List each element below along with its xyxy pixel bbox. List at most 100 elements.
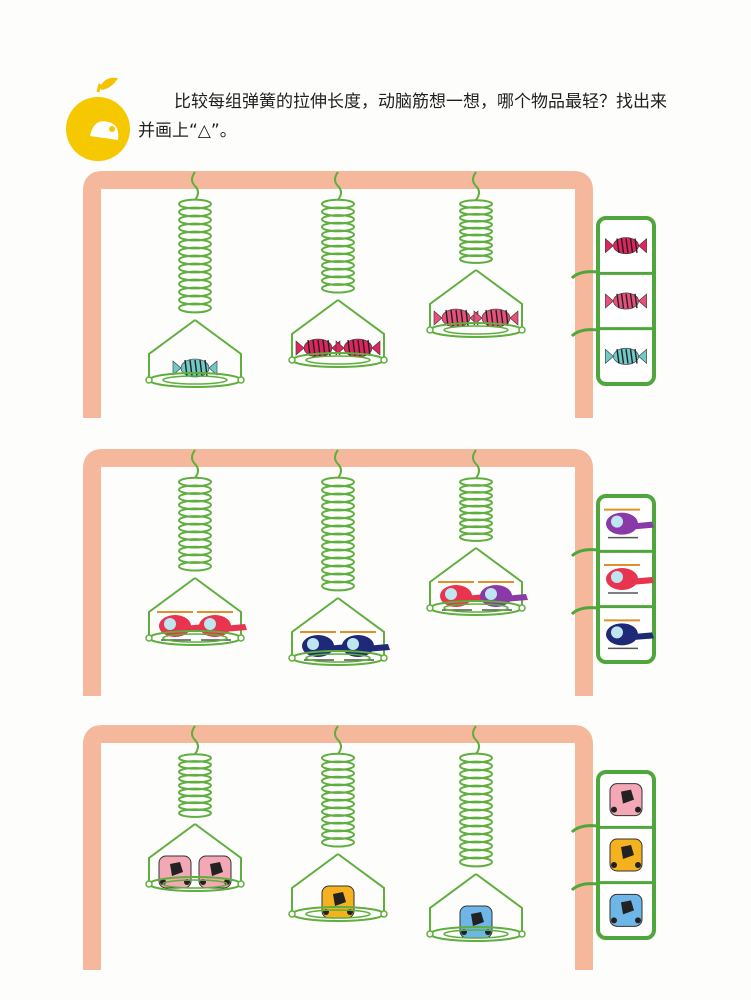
spring-coil (321, 837, 355, 848)
cockpit (611, 515, 623, 528)
pan-knob (426, 326, 434, 334)
candy-stripe (505, 309, 509, 327)
cockpit (204, 618, 216, 630)
candy-stripe (625, 293, 629, 309)
answer-choice-3[interactable] (601, 332, 651, 381)
candy-wrapper-left (295, 340, 305, 356)
pan-knob (288, 654, 296, 662)
pan-knob (426, 930, 434, 938)
candy-wrapper-left (605, 293, 614, 309)
pan-inner (162, 633, 228, 643)
cockpit (485, 588, 497, 600)
answer-choice-3[interactable] (601, 610, 654, 659)
instruction-header: 比较每组弹簧的拉伸长度，动脑筋想一想，哪个物品最轻？找出来并画上“△”。 (0, 0, 751, 170)
spring-hook (191, 449, 199, 479)
frame-beam (83, 449, 593, 696)
spring-coil (321, 283, 355, 294)
spring-2 (288, 449, 390, 666)
pan-knob (380, 654, 388, 662)
spring-hook (334, 171, 342, 201)
answer-choice-2[interactable] (601, 830, 651, 879)
pan-hanger (429, 873, 523, 932)
candy-stripe (367, 339, 371, 357)
pan-knob (237, 634, 245, 642)
spring-hook (334, 449, 342, 479)
answer-connector (570, 328, 599, 338)
candy-wrapper-left (605, 238, 614, 254)
pan-inner (162, 879, 228, 889)
spring-coil (459, 532, 493, 542)
pan-knob (288, 356, 296, 364)
cube-spot (471, 912, 484, 926)
pan-knob (145, 634, 153, 642)
spring-hook (472, 449, 480, 479)
pan-hanger (148, 823, 242, 882)
cube-spot (611, 862, 617, 868)
candy-stripe (629, 293, 634, 309)
spring-coil (178, 302, 212, 314)
candy-stripe (634, 238, 638, 253)
candy-stripe (620, 349, 625, 364)
pan-knob (426, 604, 434, 612)
candy-wrapper-left (335, 340, 345, 356)
cube-spot (611, 917, 617, 924)
candy-wrapper-right (638, 238, 647, 254)
pan-knob (380, 356, 388, 364)
cube-spot (635, 917, 641, 924)
candy-wrapper-left (172, 360, 182, 376)
cube-spot (224, 879, 230, 885)
pan-knob (518, 604, 526, 612)
pan-hanger (429, 269, 523, 328)
candy-stripe (616, 349, 620, 364)
answer-choice-1[interactable] (601, 499, 654, 548)
candy-wrapper-right (371, 340, 381, 356)
pan-knob (145, 376, 153, 384)
pan-hanger (291, 853, 385, 912)
answer-box[interactable] (570, 216, 656, 386)
spring-3 (426, 725, 526, 942)
answer-choice-1[interactable] (601, 221, 651, 270)
spring-hook (472, 171, 480, 201)
answer-box[interactable] (570, 770, 656, 940)
pan-hanger (291, 299, 385, 358)
cockpit (611, 571, 623, 583)
spring-group-1 (83, 171, 656, 418)
cube-spot (160, 879, 166, 885)
answer-box[interactable] (570, 494, 656, 664)
answer-choice-3[interactable] (601, 886, 651, 935)
candy-wrapper-right (638, 348, 647, 364)
candy-stripe (634, 293, 638, 309)
spring-3 (426, 449, 528, 616)
spring-coil (178, 808, 212, 818)
spring-coil (459, 856, 493, 868)
answer-connector (570, 606, 599, 616)
cockpit (611, 626, 623, 639)
spring-group-3 (83, 725, 656, 970)
pan-hanger (148, 319, 242, 378)
spring-3 (426, 171, 526, 338)
answer-choice-2[interactable] (601, 276, 651, 325)
spring-1 (145, 171, 245, 388)
apple-icon (66, 77, 130, 161)
pan-knob (237, 376, 245, 384)
cube-spot (170, 862, 183, 876)
pan-inner (305, 653, 371, 663)
candy-stripe (307, 339, 311, 357)
cube-spot (635, 806, 641, 813)
cube-spot (611, 806, 617, 813)
pan-knob (518, 930, 526, 938)
pan-knob (380, 910, 388, 918)
candy-stripe (620, 293, 625, 309)
pan-knob (237, 880, 245, 888)
pan-inner (162, 375, 228, 385)
candy-stripe (629, 238, 634, 253)
cube-spot (621, 845, 634, 859)
answer-connector (570, 824, 599, 834)
answer-choice-1[interactable] (601, 775, 651, 824)
spring-coil (321, 580, 355, 592)
answer-choice-2[interactable] (601, 554, 654, 603)
answer-connector (570, 882, 599, 892)
candy-stripe (616, 293, 620, 309)
pan-inner (305, 909, 371, 919)
spring-hook (472, 725, 480, 755)
